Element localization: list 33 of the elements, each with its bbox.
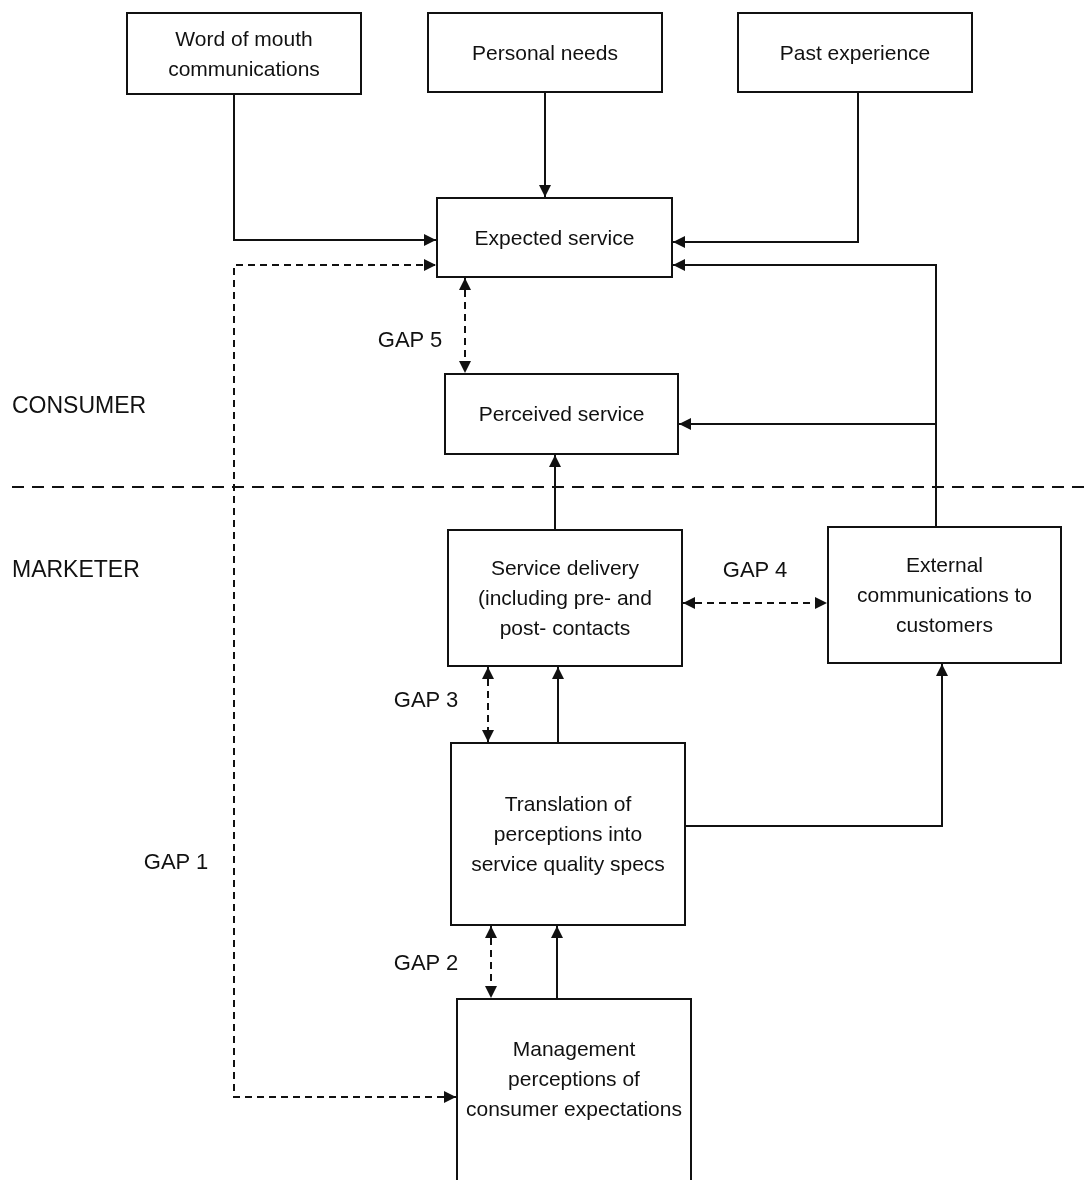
process-box [447,529,683,667]
dashed-arrow [485,925,497,999]
arrow [549,454,561,530]
box-text: Service delivery (including pre- and post- contacts [477,555,653,641]
process-box [427,12,663,93]
arrow [233,94,437,246]
box-text: Word of mouth communications [167,25,321,82]
process-box [827,526,1062,664]
arrow [685,663,948,827]
process-box [456,998,692,1180]
box-text: Translation of perceptions into service quality specs [470,791,666,877]
process-box [444,373,679,455]
process-box [450,742,686,926]
arrow [552,666,564,743]
process-box [436,197,673,278]
box-text: Perceived service [478,401,645,427]
dashed-arrow [482,666,494,743]
dashed-arrow [233,259,457,1103]
box-text: Expected service [474,224,635,251]
section-label: MARKETER [12,556,140,583]
box-text: Management perceptions of consumer expectations [466,1036,682,1122]
arrow [678,418,937,527]
box-text: Past experience [779,39,931,66]
arrow [551,925,563,999]
process-box [737,12,973,93]
box-text: Personal needs [472,39,618,66]
process-box [126,12,362,95]
dashed-arrow [459,277,471,374]
box-text: External communications to customers [855,552,1034,638]
section-label: CONSUMER [12,392,147,419]
arrow [539,92,551,198]
dashed-arrow [682,597,828,609]
arrow [672,92,859,248]
